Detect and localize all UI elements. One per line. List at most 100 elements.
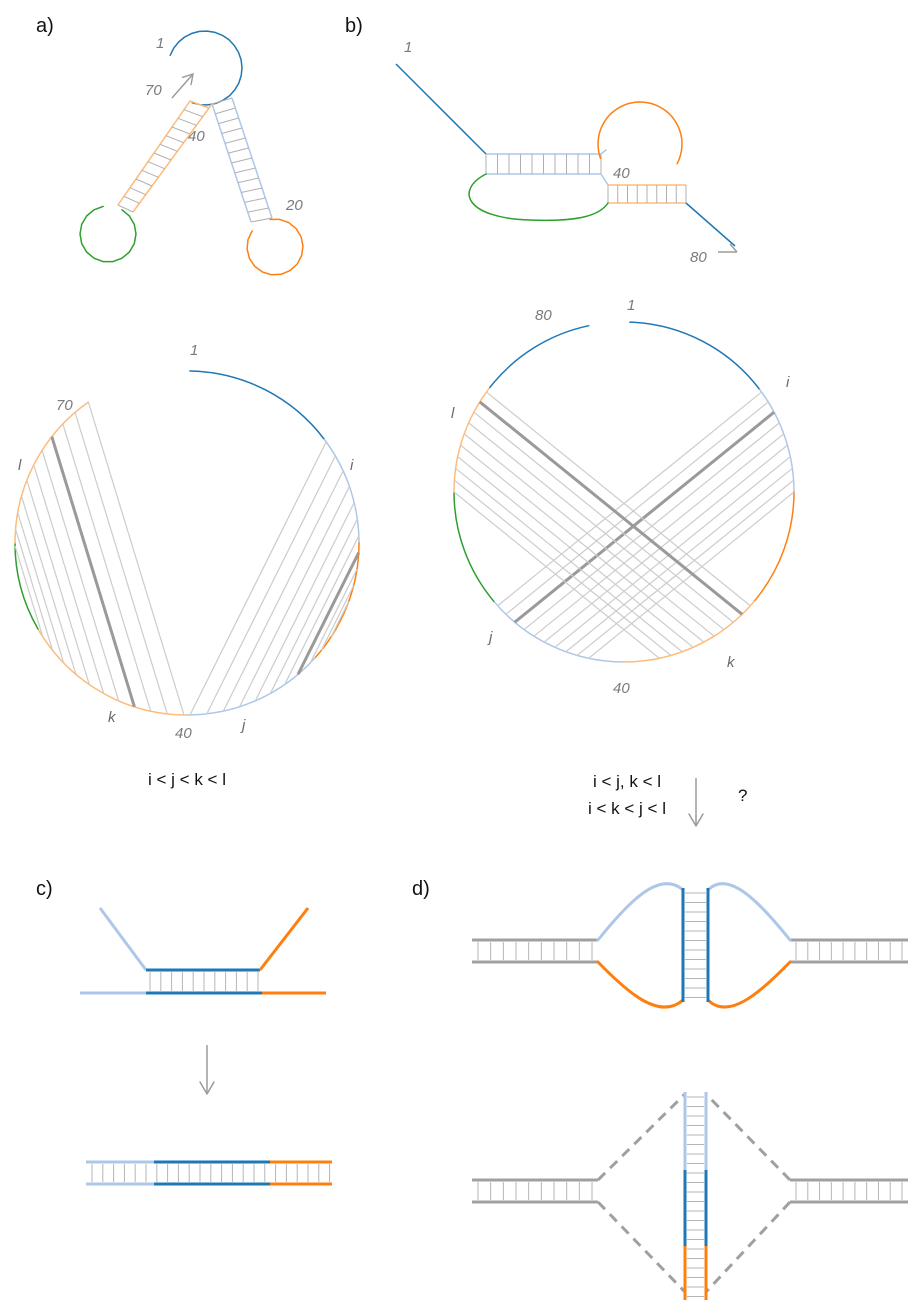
a-stem-right-base-pair [247, 207, 269, 213]
a-label-position-1: 1 [156, 35, 164, 52]
b-chord-lk [463, 433, 715, 637]
d-top-loop-right-lower [706, 960, 792, 1009]
a-chord-left [41, 450, 120, 702]
d-question-mark: ? [738, 786, 747, 805]
b-chord-ij [513, 411, 776, 624]
a-circle-arc-green [14, 542, 39, 630]
b-circle-label-80: 80 [535, 307, 552, 324]
b-circle-label-i: i [786, 374, 790, 391]
a-stem-left-base-pair [117, 204, 134, 213]
a-chord-right [206, 455, 336, 715]
b-chord-ij [497, 391, 762, 607]
a-loop-green [79, 205, 137, 263]
b-three-prime-arrow-head [729, 243, 738, 253]
a-stem-right-base-pair [218, 117, 239, 125]
c-top-flap-right [258, 907, 310, 971]
a-junction [189, 100, 213, 109]
b-label-position-80: 80 [690, 249, 707, 266]
a-three-prime-arrow [171, 74, 193, 99]
b-circle-arc-orange [753, 491, 795, 603]
a-chord-right [309, 569, 358, 664]
b-chord-lk [473, 411, 734, 623]
b-chord-lk [454, 479, 672, 656]
a-chord-right [254, 502, 355, 702]
a-condition: i < j < k < l [148, 770, 226, 789]
a-label-position-20: 20 [285, 197, 303, 214]
a-chord-right [222, 470, 344, 712]
a-chord-left [14, 545, 44, 637]
a-chord-left [74, 412, 168, 715]
b-chord-lk [468, 422, 725, 630]
d-arrow-head [688, 813, 704, 827]
panel-c-strand-displacement [80, 907, 332, 1186]
b-chord-ij [533, 433, 785, 637]
panel-d-kissing-loop [472, 778, 908, 1300]
a-circle-arc-lightblue-1 [323, 438, 360, 544]
a-stem-left-base-pair [129, 187, 146, 196]
b-tail-5prime [395, 63, 487, 155]
panel-label-a: a) [36, 15, 54, 37]
b-chord-lk [486, 391, 751, 607]
d-top-loop-right-upper [706, 882, 792, 942]
a-circle-arc-lightorange-2 [14, 401, 90, 544]
a-chord-left [17, 512, 65, 664]
a-circle-label-i: i [350, 457, 354, 474]
c-top-flap-left [98, 907, 148, 971]
a-stem-right-base-pair [211, 97, 233, 105]
d-bottom-dashed-2 [596, 1200, 687, 1294]
a-circle-arc-lightblue-2 [186, 657, 316, 716]
d-top-loop-left-upper [596, 882, 685, 942]
a-label-position-40: 40 [188, 128, 205, 145]
a-stem-right-base-pair [244, 197, 266, 203]
b-chord-lk [453, 491, 660, 659]
b-label-position-1: 1 [404, 39, 412, 56]
a-label-position-70: 70 [145, 82, 162, 99]
panel-b-pseudoknot-structure [395, 63, 738, 253]
b-chord-ij [505, 401, 769, 615]
a-stem-left-base-pair [123, 195, 140, 204]
a-chord-right [284, 535, 360, 685]
a-loop-top [169, 30, 243, 106]
a-loop-orange [246, 218, 304, 276]
d-bottom-dashed-3 [704, 1092, 792, 1182]
d-top-loop-left-lower [596, 960, 685, 1009]
b-chord-ij [565, 467, 793, 653]
b-circle-arc-blue-2 [489, 324, 590, 389]
a-stem-left-base-pair [135, 178, 153, 187]
a-chord-left [26, 480, 90, 685]
a-chord-right [330, 601, 350, 637]
a-stem-left-base-pair [183, 109, 203, 118]
panel-label-c: c) [36, 878, 53, 900]
a-circle-label-40: 40 [175, 725, 192, 742]
a-chord-left [20, 495, 77, 675]
a-stem-right-base-pair [224, 137, 246, 144]
a-stem-right-base-pair [215, 107, 236, 115]
b-circle-arc-blue-1 [629, 321, 761, 391]
a-circle-label-1: 1 [190, 342, 198, 359]
a-stem-right-base-pair [228, 147, 249, 154]
c-arrow-head [199, 1081, 215, 1095]
b-chord-lk [460, 444, 705, 643]
b-label-position-40: 40 [613, 165, 630, 182]
b-loop-orange [597, 101, 683, 165]
a-stem-left-base-pair [141, 169, 159, 178]
b-circle-label-40: 40 [613, 680, 630, 697]
a-circle-label-j: j [240, 717, 246, 734]
b-condition-2: i < k < j < l [588, 799, 666, 818]
a-chord-left [50, 436, 136, 708]
a-circle-arc-lightorange-1 [37, 628, 188, 716]
a-circle-label-k: k [108, 709, 117, 726]
a-stem-right-base-pair [250, 217, 273, 223]
b-circle-arc-green [453, 491, 495, 603]
b-connector-top [600, 149, 607, 155]
a-circle-label-l: l [18, 457, 22, 474]
a-chord-left [33, 464, 105, 694]
b-chord-lk [457, 456, 694, 648]
b-circle-arc-lightblue-2 [493, 600, 625, 663]
d-bottom-dashed-1 [596, 1092, 687, 1182]
panel-b-circle-plot [453, 321, 795, 663]
b-circle-arc-lightorange-1 [623, 600, 755, 663]
a-stem-right-base-pair [241, 187, 263, 193]
a-stem-left-base-pair [147, 161, 165, 170]
b-chord-lk [478, 400, 744, 616]
